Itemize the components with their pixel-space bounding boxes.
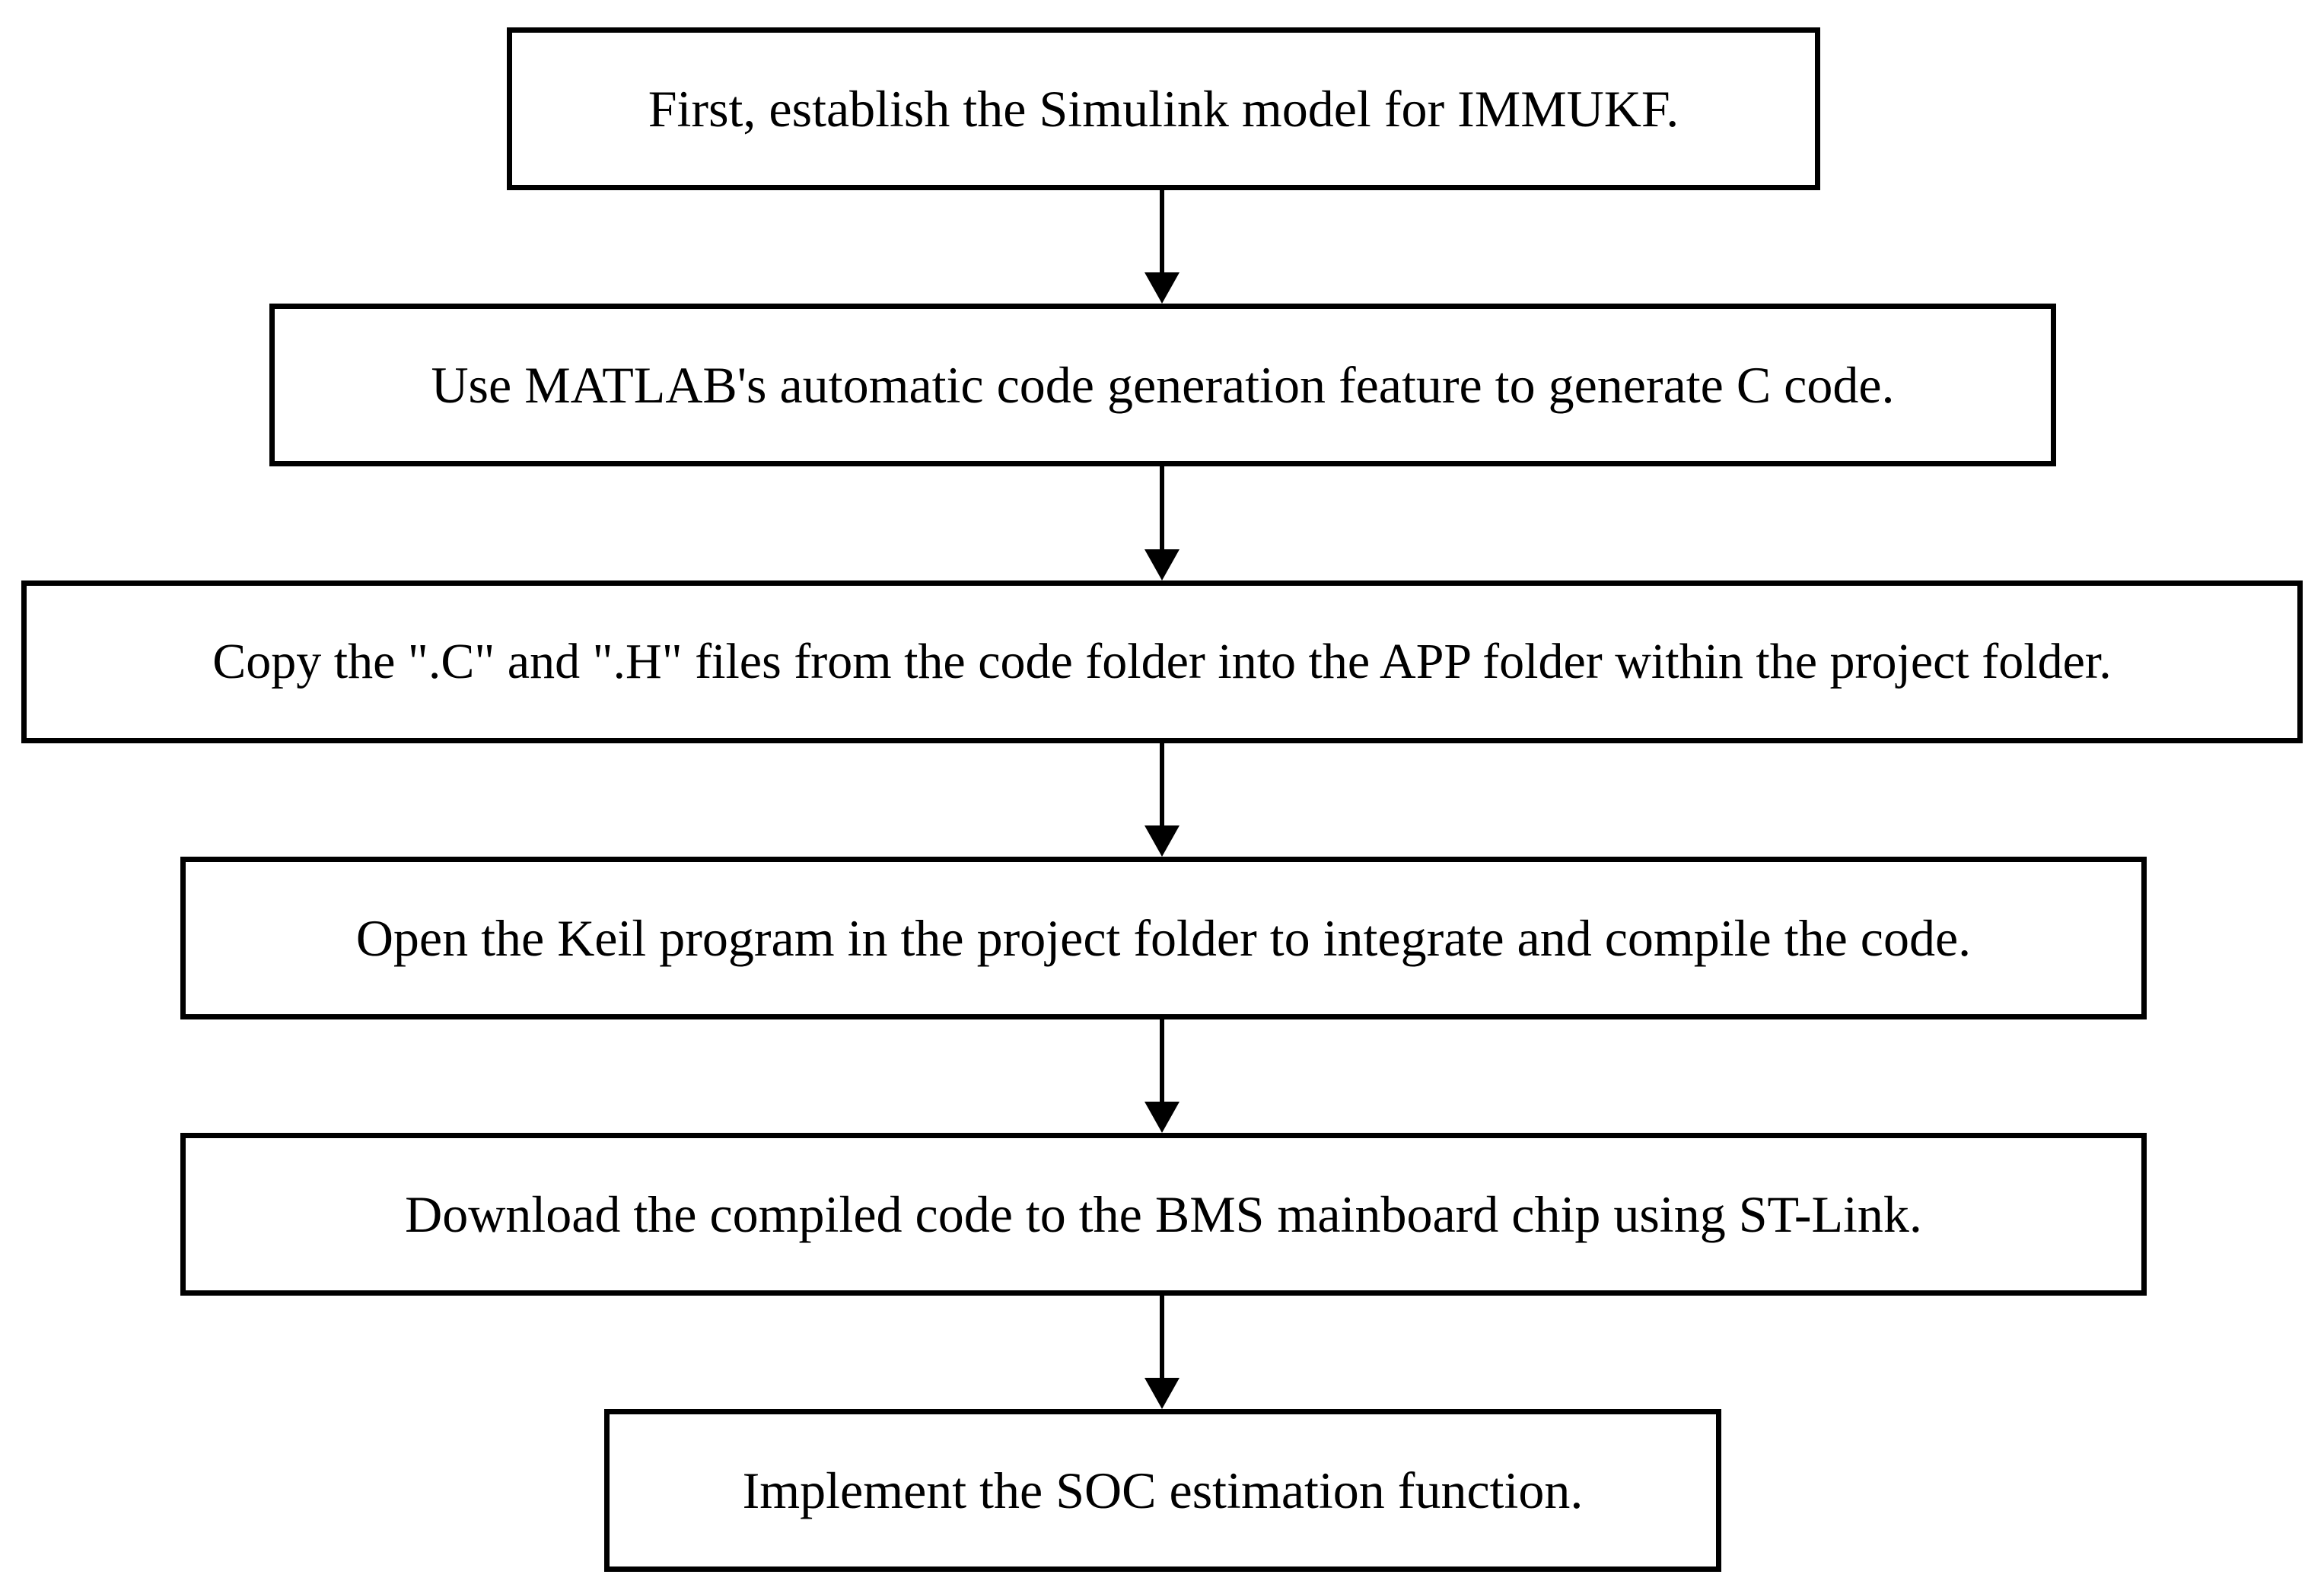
flowchart-step-4-box: Open the Keil program in the project fol… [180,857,2147,1019]
flowchart-step-5-label: Download the compiled code to the BMS ma… [405,1185,1922,1243]
arrow-step-1-to-step-2 [1144,190,1180,304]
arrow-step-2-to-step-3 [1144,466,1180,580]
flowchart-step-6-box: Implement the SOC estimation function. [604,1409,1721,1572]
flowchart-step-6-label: Implement the SOC estimation function. [742,1462,1584,1519]
flowchart-step-5-box: Download the compiled code to the BMS ma… [180,1133,2147,1296]
flowchart-step-3-label: Copy the ".C" and ".H" files from the co… [212,634,2112,689]
flowchart-step-2-box: Use MATLAB's automatic code generation f… [269,304,2056,466]
flowchart-step-3-box: Copy the ".C" and ".H" files from the co… [21,580,2303,743]
arrow-step-4-to-step-5 [1144,1019,1180,1133]
flowchart-step-4-label: Open the Keil program in the project fol… [355,909,1972,967]
flowchart-step-1-box: First, establish the Simulink model for … [507,27,1820,190]
flowchart-step-2-label: Use MATLAB's automatic code generation f… [431,356,1895,414]
flowchart-step-1-label: First, establish the Simulink model for … [648,80,1679,138]
arrow-step-5-to-step-6 [1144,1296,1180,1409]
arrow-step-3-to-step-4 [1144,743,1180,857]
